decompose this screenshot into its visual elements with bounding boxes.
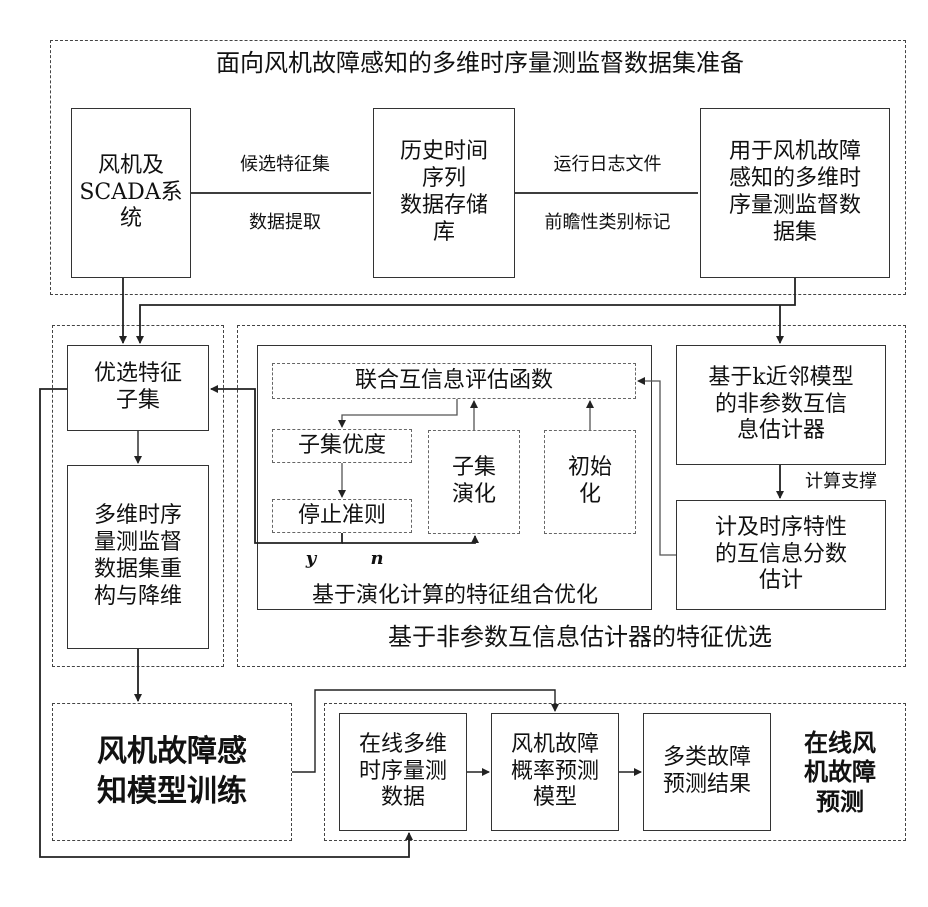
arrow-subset-to-online (40, 389, 409, 857)
arrow-stop-to-subset (211, 389, 342, 543)
arrow-training-to-model (292, 690, 555, 772)
arrow-score-to-jmi (638, 381, 676, 555)
arrow-jmi-to-quality (342, 399, 457, 427)
arrow-stop-to-evolution (342, 536, 475, 543)
arrow-dataset-to-subset (140, 278, 795, 343)
